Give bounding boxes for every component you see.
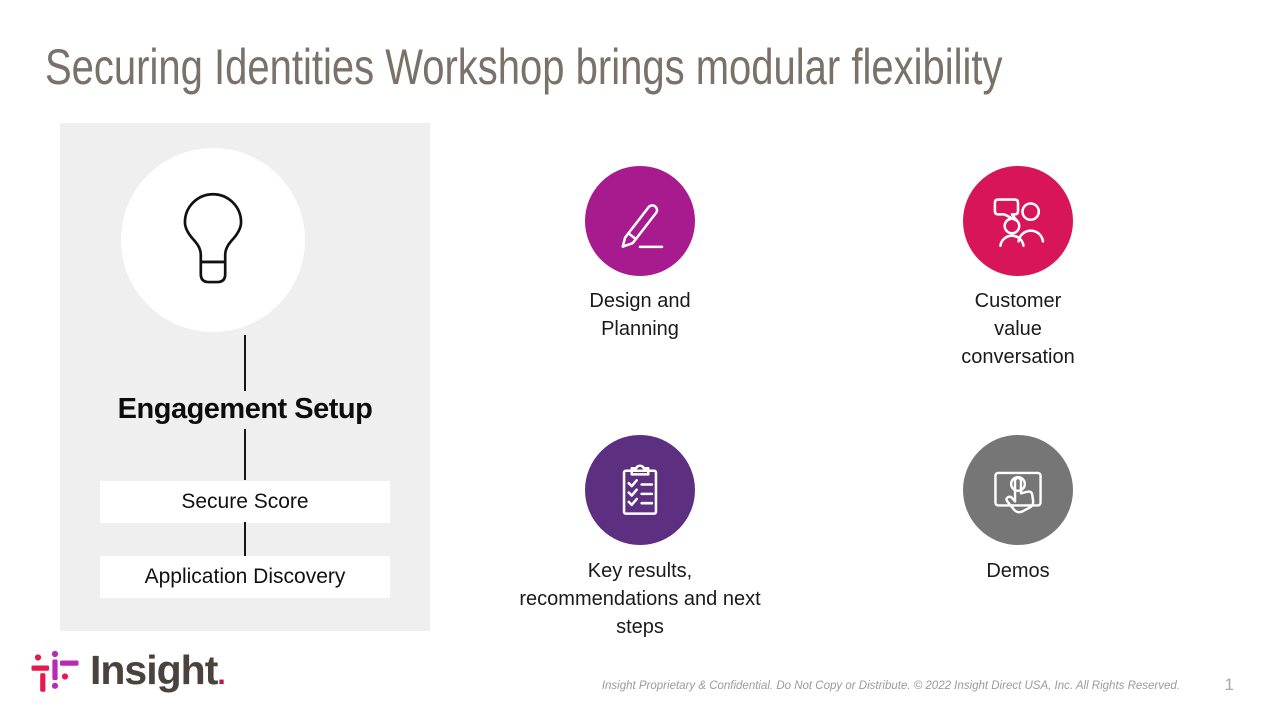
slide-title: Securing Identities Workshop brings modu… [45,39,1003,95]
insight-wordmark: Insight. [90,647,226,693]
page-number: 1 [1224,675,1234,694]
secure-score-label: Secure Score [181,490,309,513]
touch-screen-icon [985,457,1051,523]
module-circle-customer-value [963,166,1073,276]
module-label-demos: Demos [986,560,1050,582]
lightbulb-icon [152,179,274,301]
module-circle-demos [963,435,1073,545]
connector-line [244,429,246,480]
insight-logo: Insight. [30,646,226,699]
module-circle-design-planning [585,166,695,276]
module-circle-key-results [585,435,695,545]
application-discovery-label: Application Discovery [144,565,346,588]
footer-disclaimer: Insight Proprietary & Confidential. Do N… [601,680,1180,692]
secure-score-box: Secure Score [100,481,390,523]
module-label-customer-value: Customer value conversation [961,290,1075,368]
engagement-heading: Engagement Setup [117,393,373,425]
pencil-icon [607,188,673,254]
module-label-key-results: Key results, recommendations and next st… [519,560,761,638]
application-discovery-box: Application Discovery [100,556,390,598]
people-chat-icon [985,188,1051,254]
connector-line [244,335,246,391]
engagement-panel: Engagement Setup Secure Score Applicatio… [60,123,430,631]
connector-line [244,522,246,556]
insight-logo-mark-icon [30,646,80,696]
module-label-design-planning: Design and Planning [589,290,691,340]
logo-period: . [217,658,225,691]
checklist-icon [607,457,673,523]
lightbulb-badge [121,148,305,332]
